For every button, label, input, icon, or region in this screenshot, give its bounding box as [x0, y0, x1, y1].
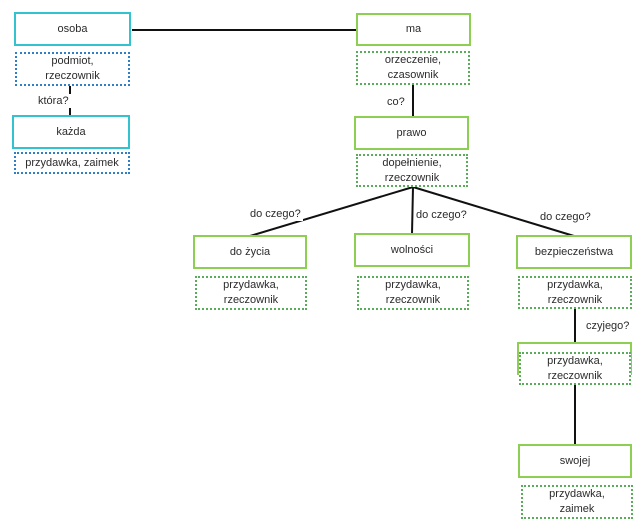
role-osoba-label: podmiot, rzeczownik	[45, 55, 100, 82]
role-prawo: dopełnienie, rzeczownik	[356, 154, 468, 187]
role-kazda-label: przydawka, zaimek	[25, 156, 119, 169]
role-osoby-label: przydawka, rzeczownik	[547, 354, 603, 382]
node-prawo-label: prawo	[396, 126, 427, 139]
edge-prawo-do-zycia	[249, 186, 414, 237]
question-do-czego-2: do czego?	[414, 208, 469, 222]
role-swojej-label: przydawka, zaimek	[549, 488, 605, 515]
question-czyjego: czyjego?	[584, 319, 632, 333]
node-do-zycia-label: do życia	[229, 245, 271, 258]
role-prawo-label: dopełnienie, rzeczownik	[382, 156, 442, 184]
role-bezpieczenstwa: przydawka, rzeczownik	[518, 276, 632, 309]
role-do-zycia-label: przydawka, rzeczownik	[223, 279, 279, 306]
question-do-czego-1: do czego?	[248, 207, 303, 221]
role-osoba: podmiot, rzeczownik	[15, 52, 130, 86]
node-ma: ma	[356, 13, 471, 46]
node-prawo: prawo	[354, 116, 469, 150]
role-bezpieczenstwa-label: przydawka, rzeczownik	[547, 278, 603, 306]
role-ma: orzeczenie, czasownik	[356, 51, 470, 85]
role-osoby-box: przydawka, rzeczownik	[519, 352, 631, 385]
role-wolnosci-label: przydawka, rzeczownik	[385, 279, 441, 306]
role-swojej: przydawka, zaimek	[521, 485, 633, 519]
node-swojej: swojej	[518, 444, 632, 478]
role-wolnosci: przydawka, rzeczownik	[357, 276, 469, 310]
node-wolnosci: wolności	[354, 233, 470, 267]
node-swojej-label: swojej	[559, 454, 591, 467]
node-ma-label: ma	[405, 23, 422, 35]
role-kazda: przydawka, zaimek	[14, 152, 130, 174]
node-bezpieczenstwa-label: bezpieczeństwa	[534, 245, 614, 258]
role-ma-label: orzeczenie, czasownik	[384, 54, 442, 81]
edge-prawo-wolnosci	[411, 186, 414, 235]
node-bezpieczenstwa: bezpieczeństwa	[516, 235, 632, 269]
edge-prawo-bezpieczenstwa	[412, 186, 575, 237]
node-do-zycia: do życia	[193, 235, 307, 269]
node-kazda-label: każda	[56, 125, 86, 138]
node-osoba: osoba	[14, 12, 131, 46]
question-do-czego-3: do czego?	[538, 210, 593, 224]
role-do-zycia: przydawka, rzeczownik	[195, 276, 307, 310]
node-wolnosci-label: wolności	[390, 243, 434, 256]
node-osoba-label: osoba	[57, 22, 88, 35]
question-co: co?	[385, 95, 407, 109]
node-kazda: każda	[12, 115, 130, 149]
question-ktora: która?	[36, 94, 71, 108]
